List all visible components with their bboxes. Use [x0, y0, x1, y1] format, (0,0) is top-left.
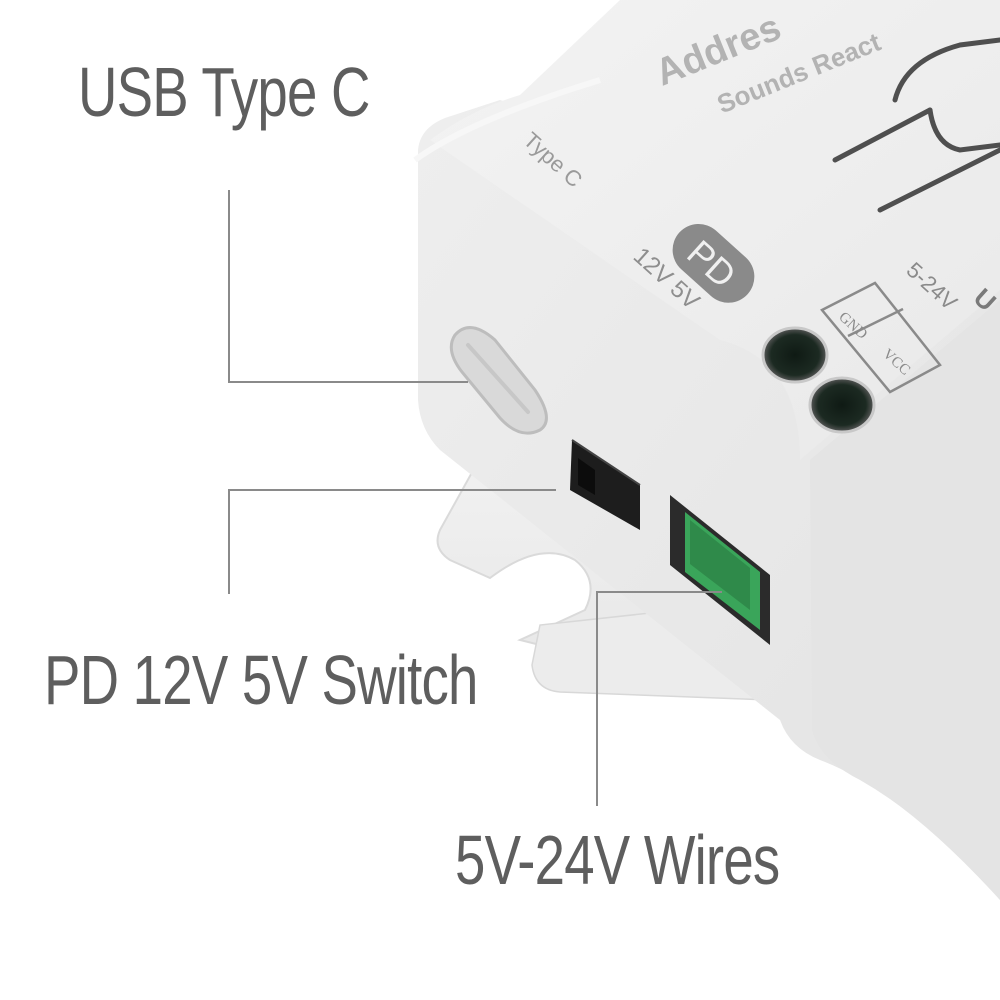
leader-line-usb — [228, 190, 468, 383]
leader-line-pd-switch — [228, 489, 556, 594]
usb-c-port — [449, 326, 548, 435]
pd-slide-switch — [570, 439, 641, 530]
leader-lines — [228, 190, 722, 806]
callout-usb-type-c: USB Type C — [78, 53, 370, 131]
leader-line-wires — [596, 591, 722, 806]
callout-wires: 5V-24V Wires — [455, 821, 780, 899]
green-wire-connector — [670, 495, 770, 645]
wire-holes — [761, 326, 876, 434]
enclosure-right-side — [810, 300, 1000, 900]
callout-pd-switch: PD 12V 5V Switch — [44, 641, 478, 719]
wire-hole-gnd — [761, 326, 829, 384]
wire-hole-vcc — [808, 376, 876, 434]
top-embossed-icon — [832, 37, 1000, 213]
